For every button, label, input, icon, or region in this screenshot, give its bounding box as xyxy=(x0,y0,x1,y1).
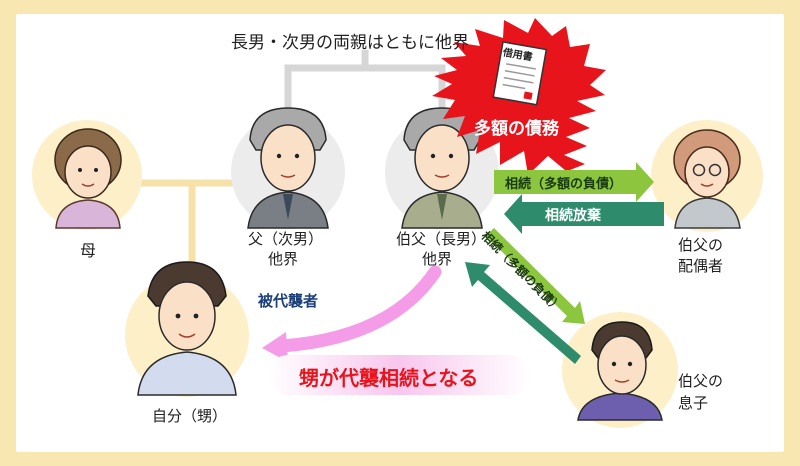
substitution-arrow xyxy=(275,265,442,353)
result-pill xyxy=(268,355,530,395)
father-label-line2: 他界 xyxy=(268,250,299,268)
uncle-label-line2: 他界 xyxy=(422,250,453,268)
mother-label: 母 xyxy=(80,241,97,260)
son-inherit-arrow xyxy=(486,228,585,324)
family-tree-lines xyxy=(284,50,446,110)
header-caption: 長男・次男の両親はともに他界 xyxy=(231,33,469,53)
spouse-inherit-label: 相続（多額の負債） xyxy=(505,177,623,192)
debt-label: 多額の債務 xyxy=(474,119,559,139)
uncle-avatar xyxy=(401,107,483,229)
father-avatar xyxy=(247,107,329,229)
spouse-renounce-label: 相続放棄 xyxy=(545,208,601,224)
cousin-label-line2: 息子 xyxy=(678,394,709,412)
spouse-renounce-arrow xyxy=(504,194,664,234)
mother-avatar xyxy=(54,128,122,229)
parents-connector-right xyxy=(365,64,446,110)
aunt-label-line1: 伯父の xyxy=(678,236,724,254)
cousin-label-line1: 伯父の xyxy=(678,372,724,390)
loan-document xyxy=(492,41,548,106)
decedent-label: 被代襲者 xyxy=(258,292,319,310)
self-label: 自分（甥） xyxy=(152,407,228,425)
parents-connector-left xyxy=(284,50,369,110)
uncle-label-line1: 伯父（長男） xyxy=(396,230,487,248)
self-avatar xyxy=(137,261,237,396)
substitution-arrowhead xyxy=(262,332,288,362)
father-label-line1: 父（次男） xyxy=(248,230,324,248)
cousin-avatar xyxy=(577,321,663,421)
son-renounce-arrow xyxy=(465,262,581,364)
aunt-label-line2: 配偶者 xyxy=(678,257,724,275)
aunt-avatar xyxy=(673,129,741,229)
result-label: 甥が代襲相続となる xyxy=(299,366,479,390)
spouse-inherit-arrow xyxy=(494,162,654,202)
